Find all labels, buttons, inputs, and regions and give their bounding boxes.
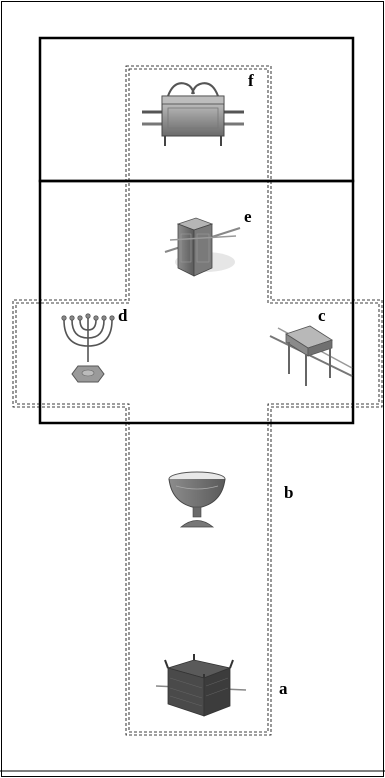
label-a: a <box>279 679 288 698</box>
altar-of-burnt-offering-icon <box>155 654 247 717</box>
cross-outline <box>12 65 383 736</box>
table-of-showbread-icon <box>269 325 353 386</box>
ark-of-the-covenant-icon <box>142 82 244 146</box>
altar-of-incense-icon <box>164 217 241 277</box>
label-c: c <box>318 306 326 325</box>
label-e: e <box>244 207 252 226</box>
label-d: d <box>118 306 128 325</box>
menorah-lampstand-icon <box>61 313 115 383</box>
label-f: f <box>248 71 254 90</box>
label-b: b <box>284 483 293 502</box>
holy-place-box <box>38 179 355 425</box>
bronze-laver-icon <box>168 471 226 528</box>
